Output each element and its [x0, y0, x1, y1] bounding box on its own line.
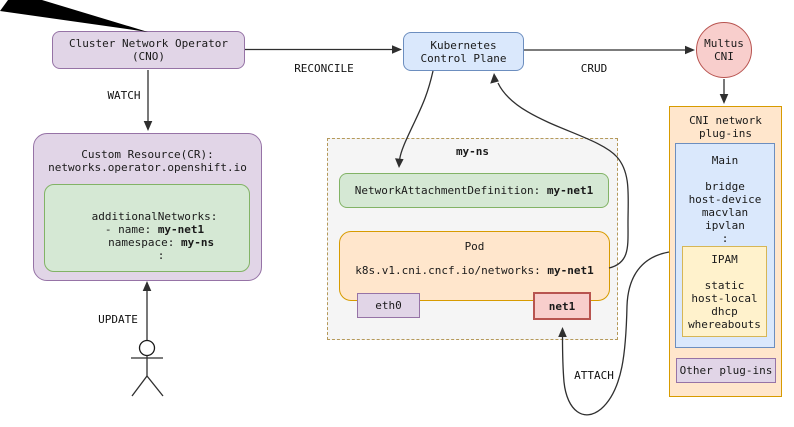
cno-label-line2: (CNO)	[131, 50, 166, 63]
main-plugin-item: macvlan	[701, 206, 749, 219]
namespace-label: my-ns	[455, 145, 490, 158]
ipam-plugin-item: host-local	[691, 292, 758, 305]
watch-edge-label: WATCH	[107, 89, 141, 102]
ipam-plugin-item: dhcp	[711, 305, 738, 318]
crud-edge-label: CRUD	[580, 62, 608, 75]
update-edge-label: UPDATE	[98, 313, 138, 326]
multus-cni-node: Multus CNI	[696, 22, 752, 78]
ipam-plugins-box: IPAM static host-local dhcp whereabouts	[682, 246, 767, 337]
multus-label-line2: CNI	[714, 50, 734, 63]
cr-title-line2: networks.operator.openshift.io	[48, 161, 247, 174]
connector-cno-to-k8s	[245, 45, 402, 54]
nad-label: NetworkAttachmentDefinition: my-net1	[354, 184, 594, 197]
person-icon	[131, 339, 164, 397]
net1-interface-node: net1	[533, 292, 591, 320]
pod-annotation: k8s.v1.cni.cncf.io/networks: my-net1	[355, 264, 594, 277]
eth0-label: eth0	[375, 299, 402, 312]
pod-title: Pod	[464, 240, 485, 253]
ipam-plugin-item: whereabouts	[688, 318, 761, 331]
multus-label-line1: Multus	[704, 37, 744, 50]
yaml-line-3: namespace: my-ns	[94, 235, 215, 249]
net1-label: net1	[548, 299, 576, 313]
kubernetes-control-plane-node: Kubernetes Control Plane	[403, 32, 524, 71]
yaml-line-1: additionalNetworks:	[91, 209, 218, 223]
pod-annotation-net-name: my-net1	[547, 264, 594, 277]
cni-title-line2: plug-ins	[699, 127, 752, 140]
cni-title-line1: CNI network	[689, 114, 762, 127]
main-plugin-item: :	[721, 232, 729, 245]
cr-title-line1: Custom Resource(CR):	[81, 148, 214, 161]
yaml-namespace: my-ns	[180, 235, 215, 249]
yaml-line-4: :	[144, 248, 165, 262]
cluster-network-operator-node: Cluster Network Operator (CNO)	[52, 31, 245, 69]
nad-net-name: my-net1	[546, 184, 594, 197]
connector-person-to-cr	[142, 281, 152, 340]
k8s-label-line1: Kubernetes	[430, 38, 497, 52]
connector-k8s-to-multus	[524, 45, 695, 55]
pointer-wedge-icon	[0, 0, 148, 32]
pod-node: Pod k8s.v1.cni.cncf.io/networks: my-net1	[339, 231, 610, 301]
attach-edge-label: ATTACH	[574, 369, 614, 382]
cno-label-line1: Cluster Network Operator	[69, 37, 228, 50]
main-title: Main	[711, 154, 739, 167]
yaml-net-name: my-net1	[157, 222, 205, 236]
connector-multus-to-cni	[719, 79, 729, 104]
k8s-label-line2: Control Plane	[420, 51, 507, 65]
main-plugin-item: host-device	[688, 193, 762, 206]
eth0-interface-node: eth0	[357, 293, 420, 318]
main-plugin-item: ipvlan	[705, 219, 745, 232]
yaml-line-2: - name: my-net1	[104, 222, 205, 236]
cr-yaml-block: additionalNetworks: - name: my-net1 name…	[44, 184, 250, 272]
ipam-title: IPAM	[711, 253, 738, 266]
other-plugins-label: Other plug-ins	[679, 364, 773, 377]
main-plugin-item: bridge	[705, 180, 745, 193]
network-attachment-definition-node: NetworkAttachmentDefinition: my-net1	[339, 173, 609, 208]
ipam-plugin-item: static	[704, 279, 745, 292]
reconcile-edge-label: RECONCILE	[294, 62, 354, 75]
other-plugins-box: Other plug-ins	[676, 358, 776, 383]
